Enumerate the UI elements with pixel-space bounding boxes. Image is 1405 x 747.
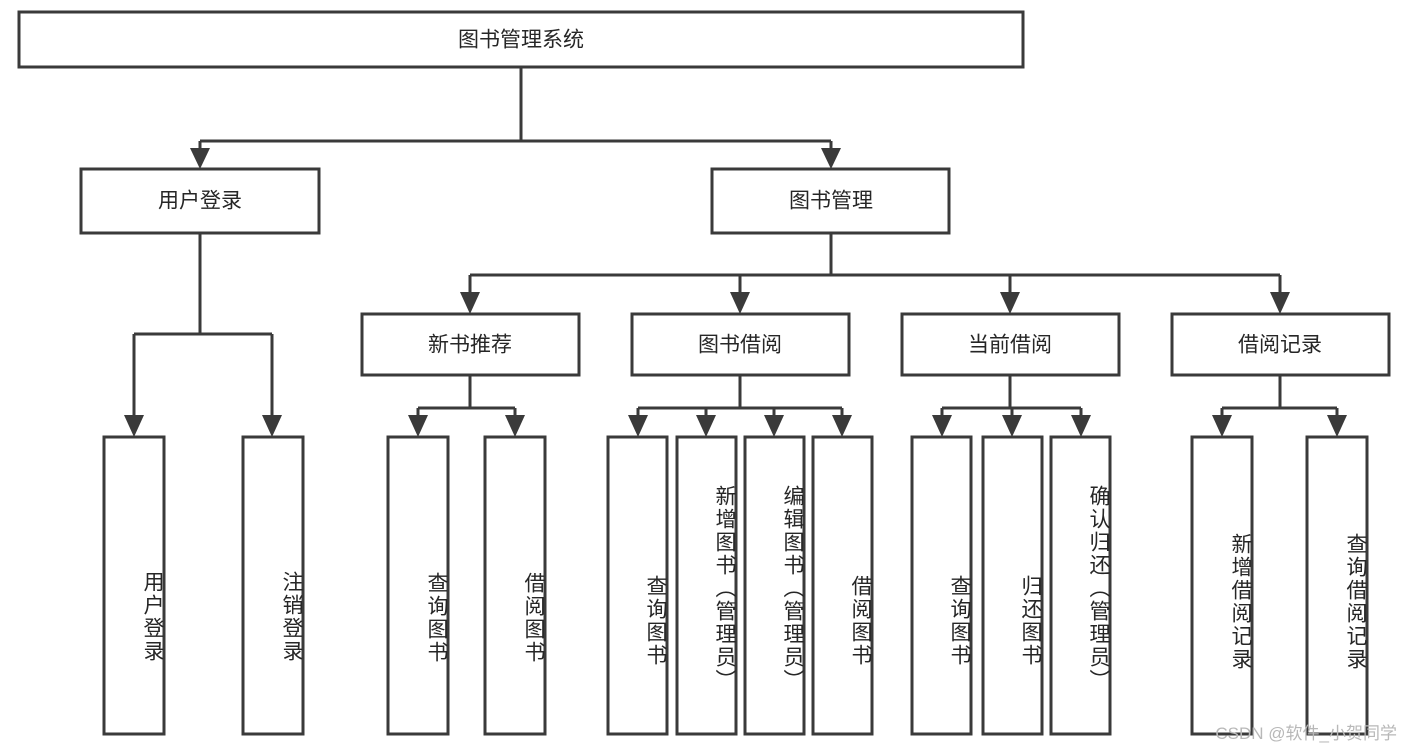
- arrow-head-borrow-record: [1270, 292, 1290, 314]
- node-user-login-label: 用户登录: [158, 190, 242, 213]
- arrow-head-leaf-user-login: [124, 415, 144, 437]
- leaf-query-book-2-box[interactable]: [606, 435, 669, 736]
- arrow-head-leaf-query-record: [1327, 415, 1347, 437]
- leaf-box-layer: [102, 435, 1369, 736]
- arrow-head-leaf-user-logout: [262, 415, 282, 437]
- leaf-edit-book-box[interactable]: [743, 435, 806, 736]
- node-book-manage-box[interactable]: [710, 167, 951, 235]
- node-book-borrow[interactable]: 图书借阅: [630, 312, 851, 377]
- node-borrow-record[interactable]: 借阅记录: [1170, 312, 1391, 377]
- leaf-user-login-box[interactable]: [102, 435, 166, 736]
- arrow-head-new-book-recommend: [460, 292, 480, 314]
- node-current-borrow-label: 当前借阅: [968, 334, 1052, 357]
- arrow-head-current-borrow: [1000, 292, 1020, 314]
- leaf-return-book-box[interactable]: [981, 435, 1044, 736]
- node-borrow-record-label: 借阅记录: [1238, 334, 1322, 357]
- arrow-head-book-manage: [821, 148, 841, 169]
- node-current-borrow-box[interactable]: [900, 312, 1121, 377]
- node-root[interactable]: 图书管理系统: [17, 10, 1025, 69]
- node-book-borrow-label: 图书借阅: [698, 334, 782, 357]
- leaf-query-record-box[interactable]: [1305, 435, 1369, 736]
- node-root-label: 图书管理系统: [458, 29, 584, 52]
- arrow-head-leaf-return-book: [1002, 415, 1022, 437]
- node-new-book-recommend-box[interactable]: [360, 312, 581, 377]
- node-book-borrow-box[interactable]: [630, 312, 851, 377]
- node-root-box[interactable]: [17, 10, 1025, 69]
- arrow-head-leaf-borrow-book-1: [505, 415, 525, 437]
- node-new-book-recommend[interactable]: 新书推荐: [360, 312, 581, 377]
- leaf-add-record-box[interactable]: [1190, 435, 1254, 736]
- arrow-head-leaf-query-book-1: [408, 415, 428, 437]
- csdn-watermark: CSDN @软件_小贺同学: [1215, 724, 1397, 743]
- leaf-borrow-book-2-box[interactable]: [811, 435, 874, 736]
- arrow-head-leaf-query-book-2: [628, 415, 648, 437]
- leaf-add-book-box[interactable]: [675, 435, 738, 736]
- arrow-head-leaf-query-book-3: [932, 415, 952, 437]
- arrow-head-leaf-confirm-return: [1071, 415, 1091, 437]
- node-borrow-record-box[interactable]: [1170, 312, 1391, 377]
- leaf-borrow-book-1-box[interactable]: [483, 435, 547, 736]
- node-current-borrow[interactable]: 当前借阅: [900, 312, 1121, 377]
- arrow-head-leaf-edit-book: [764, 415, 784, 437]
- leaf-query-book-1-box[interactable]: [386, 435, 450, 736]
- leaf-confirm-return-box[interactable]: [1049, 435, 1112, 736]
- arrow-head-leaf-borrow-book-2: [832, 415, 852, 437]
- node-book-manage-label: 图书管理: [789, 190, 873, 213]
- node-book-manage[interactable]: 图书管理: [710, 167, 951, 235]
- arrow-head-leaf-add-record: [1212, 415, 1232, 437]
- leaf-user-logout-box[interactable]: [241, 435, 305, 736]
- leaf-query-book-3-box[interactable]: [910, 435, 973, 736]
- arrow-head-leaf-add-book: [696, 415, 716, 437]
- node-user-login[interactable]: 用户登录: [79, 167, 321, 235]
- node-new-book-recommend-label: 新书推荐: [428, 334, 512, 357]
- arrow-head-book-borrow: [730, 292, 750, 314]
- connector-layer: [124, 67, 1347, 437]
- node-user-login-box[interactable]: [79, 167, 321, 235]
- arrow-head-user-login: [190, 148, 210, 169]
